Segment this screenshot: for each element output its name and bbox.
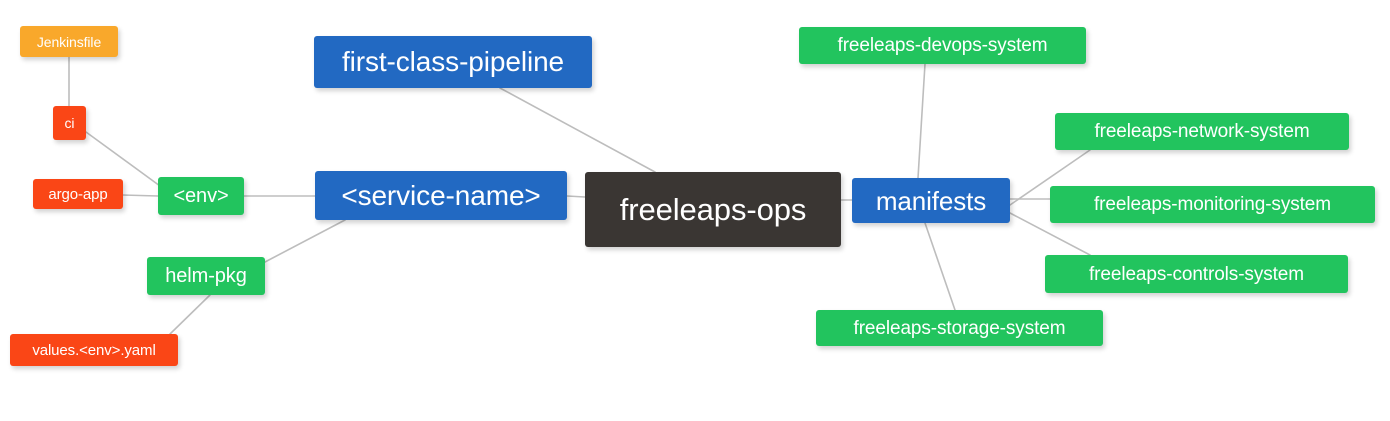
node-label-values-yaml: values.<env>.yaml [32, 341, 156, 359]
node-jenkinsfile[interactable]: Jenkinsfile [20, 26, 118, 57]
node-ci[interactable]: ci [53, 106, 86, 140]
node-freeleaps-network-system[interactable]: freeleaps-network-system [1055, 113, 1349, 150]
edge-first-class-pipeline-to-freeleaps-ops [499, 87, 656, 173]
node-freeleaps-controls-system[interactable]: freeleaps-controls-system [1045, 255, 1348, 293]
edge-helm-pkg-to-service-name [264, 219, 346, 263]
node-service-name[interactable]: <service-name> [315, 171, 567, 220]
node-label-first-class-pipeline: first-class-pipeline [341, 46, 565, 77]
edge-values-yaml-to-helm-pkg [169, 294, 211, 335]
node-label-freeleaps-ops: freeleaps-ops [619, 192, 807, 227]
node-first-class-pipeline[interactable]: first-class-pipeline [314, 36, 592, 88]
node-label-argo-app: argo-app [48, 185, 108, 203]
node-freeleaps-devops-system[interactable]: freeleaps-devops-system [799, 27, 1086, 64]
node-helm-pkg[interactable]: helm-pkg [147, 257, 265, 295]
node-label-env: <env> [173, 185, 229, 207]
node-env[interactable]: <env> [158, 177, 244, 215]
edge-service-name-to-freeleaps-ops [566, 195, 586, 198]
node-label-manifests: manifests [875, 185, 987, 216]
edge-freeleaps-storage-system-to-manifests [924, 222, 956, 311]
node-freeleaps-ops[interactable]: freeleaps-ops [585, 172, 841, 247]
edge-argo-app-to-env [122, 194, 159, 197]
node-freeleaps-storage-system[interactable]: freeleaps-storage-system [816, 310, 1103, 346]
node-argo-app[interactable]: argo-app [33, 179, 123, 209]
node-label-freeleaps-storage-system: freeleaps-storage-system [853, 317, 1066, 339]
node-manifests[interactable]: manifests [852, 178, 1010, 223]
node-label-jenkinsfile: Jenkinsfile [36, 33, 102, 50]
node-label-ci: ci [64, 115, 75, 131]
node-label-freeleaps-controls-system: freeleaps-controls-system [1088, 263, 1305, 285]
edge-freeleaps-devops-system-to-manifests [917, 63, 926, 179]
node-label-service-name: <service-name> [341, 179, 541, 211]
node-freeleaps-monitoring-system[interactable]: freeleaps-monitoring-system [1050, 186, 1375, 223]
node-label-freeleaps-monitoring-system: freeleaps-monitoring-system [1094, 194, 1331, 215]
node-label-freeleaps-network-system: freeleaps-network-system [1094, 121, 1310, 142]
node-values-yaml[interactable]: values.<env>.yaml [10, 334, 178, 366]
edge-ci-to-env [85, 131, 161, 187]
node-label-freeleaps-devops-system: freeleaps-devops-system [837, 35, 1048, 56]
node-label-helm-pkg: helm-pkg [165, 265, 247, 287]
